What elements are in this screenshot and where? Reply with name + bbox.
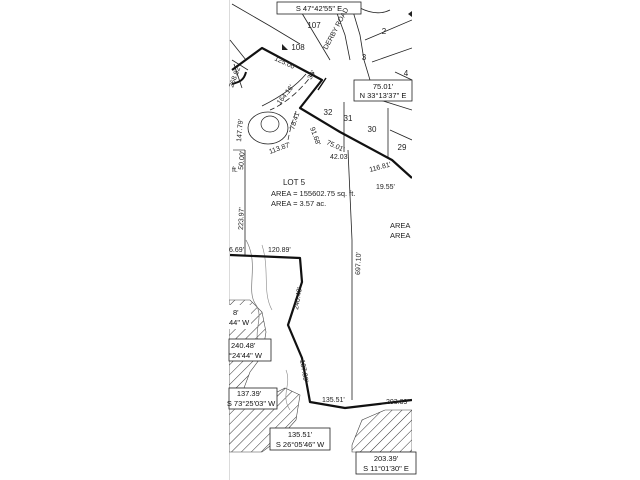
property-boundary-north bbox=[231, 46, 412, 179]
bearing-box-top bbox=[276, 1, 362, 15]
lot-number: 4 bbox=[404, 69, 409, 78]
road-edge-line bbox=[334, 7, 351, 61]
dimension-label: 135.51' bbox=[322, 397, 345, 404]
lot-line bbox=[394, 71, 412, 81]
dimension-label: 120.89' bbox=[268, 247, 291, 254]
lot-number: 30 bbox=[368, 125, 377, 134]
bearing-bottom2-bearing: S 11°01'30" E bbox=[363, 464, 409, 473]
dimension-label: 19.55' bbox=[376, 184, 395, 191]
property-boundary-south bbox=[229, 253, 412, 410]
bearing-bottom1-dist: 135.51' bbox=[288, 430, 313, 439]
setback-line bbox=[287, 111, 297, 141]
cul-de-sac-inner bbox=[260, 115, 280, 133]
dimension-label: 30' bbox=[307, 70, 318, 81]
lot-title: LOT 5 bbox=[283, 178, 306, 187]
bearing-right-dist: 75.01' bbox=[373, 82, 394, 91]
bearing-box-left-1 bbox=[228, 338, 272, 362]
dimension-label: 147.79' bbox=[236, 119, 245, 142]
lot-line bbox=[379, 99, 412, 111]
bearing-left1-dist: 240.48' bbox=[231, 341, 256, 350]
lot-number: 3 bbox=[362, 53, 367, 62]
lot-line bbox=[231, 3, 301, 45]
bearing-box-right bbox=[353, 79, 413, 102]
bearing-left1-bearing: °24'44" W bbox=[229, 351, 263, 360]
bearing-left0-a: 8' bbox=[233, 308, 239, 317]
dimension-label: 137.39' bbox=[298, 359, 309, 383]
lot-area-sqft: AREA = 155602.75 sq. ft. bbox=[271, 189, 355, 198]
dimension-label: 240.48' bbox=[293, 287, 304, 311]
driveway-centerline bbox=[269, 71, 315, 111]
lot-area-acres: AREA = 3.57 ac. bbox=[271, 199, 326, 208]
lot-number: 2 bbox=[382, 27, 387, 36]
lot-number: 107 bbox=[307, 21, 321, 30]
dimension-label: 697.10' bbox=[355, 252, 363, 275]
arrow-icon bbox=[408, 11, 412, 17]
lot-line bbox=[229, 39, 247, 61]
lot-line bbox=[299, 9, 331, 61]
contour-line bbox=[261, 244, 273, 311]
bearing-top-text: S 47°42'55" E bbox=[296, 4, 342, 13]
lot-line bbox=[389, 129, 412, 141]
unit-label: ft. bbox=[232, 167, 238, 174]
bearing-bottom2-dist: 203.39' bbox=[374, 454, 399, 463]
adjacent-area-label: AREA bbox=[390, 221, 410, 230]
bearing-box-left-0 bbox=[229, 305, 251, 329]
contour-line bbox=[245, 239, 263, 351]
bearing-left0-b: 44" W bbox=[229, 318, 250, 327]
lot-number: 108 bbox=[291, 43, 305, 52]
bearing-right-bearing: N 33°13'37" E bbox=[360, 91, 407, 100]
arrow-icon bbox=[282, 44, 288, 50]
lot-number: 32 bbox=[324, 108, 333, 117]
dimension-label: 6.69' bbox=[229, 247, 244, 254]
boundary-tick bbox=[317, 77, 327, 91]
cul-de-sac-circle bbox=[247, 111, 289, 145]
lot-line bbox=[359, 7, 391, 14]
dimension-label: 50.00' bbox=[238, 151, 247, 170]
bearing-box-bottom-1 bbox=[269, 427, 331, 451]
bearing-bottom1-bearing: S 26°05'46" W bbox=[276, 440, 325, 449]
bearing-box-left-2 bbox=[228, 387, 278, 410]
bearing-box-bottom-2 bbox=[355, 451, 417, 475]
lot-line bbox=[364, 19, 412, 41]
road-edge-line bbox=[351, 7, 371, 81]
dimension-label: 42.03' bbox=[330, 154, 349, 161]
lot-line bbox=[371, 47, 412, 63]
adjacent-area-label: AREA bbox=[390, 231, 410, 240]
dimension-label: 223.97' bbox=[238, 207, 246, 230]
contour-line bbox=[285, 369, 291, 411]
cul-de-sac-edge bbox=[261, 73, 307, 107]
dimension-label: 203.39' bbox=[386, 399, 409, 406]
lot-line-east bbox=[347, 149, 353, 400]
bearing-left2-bearing: S 73°25'03" W bbox=[227, 399, 276, 408]
wetland-hatch-right bbox=[351, 409, 412, 453]
bearing-left2-dist: 137.39' bbox=[237, 389, 262, 398]
lot-number: 29 bbox=[398, 143, 407, 152]
lot-number: 31 bbox=[344, 114, 353, 123]
property-boundary-west bbox=[231, 71, 247, 85]
